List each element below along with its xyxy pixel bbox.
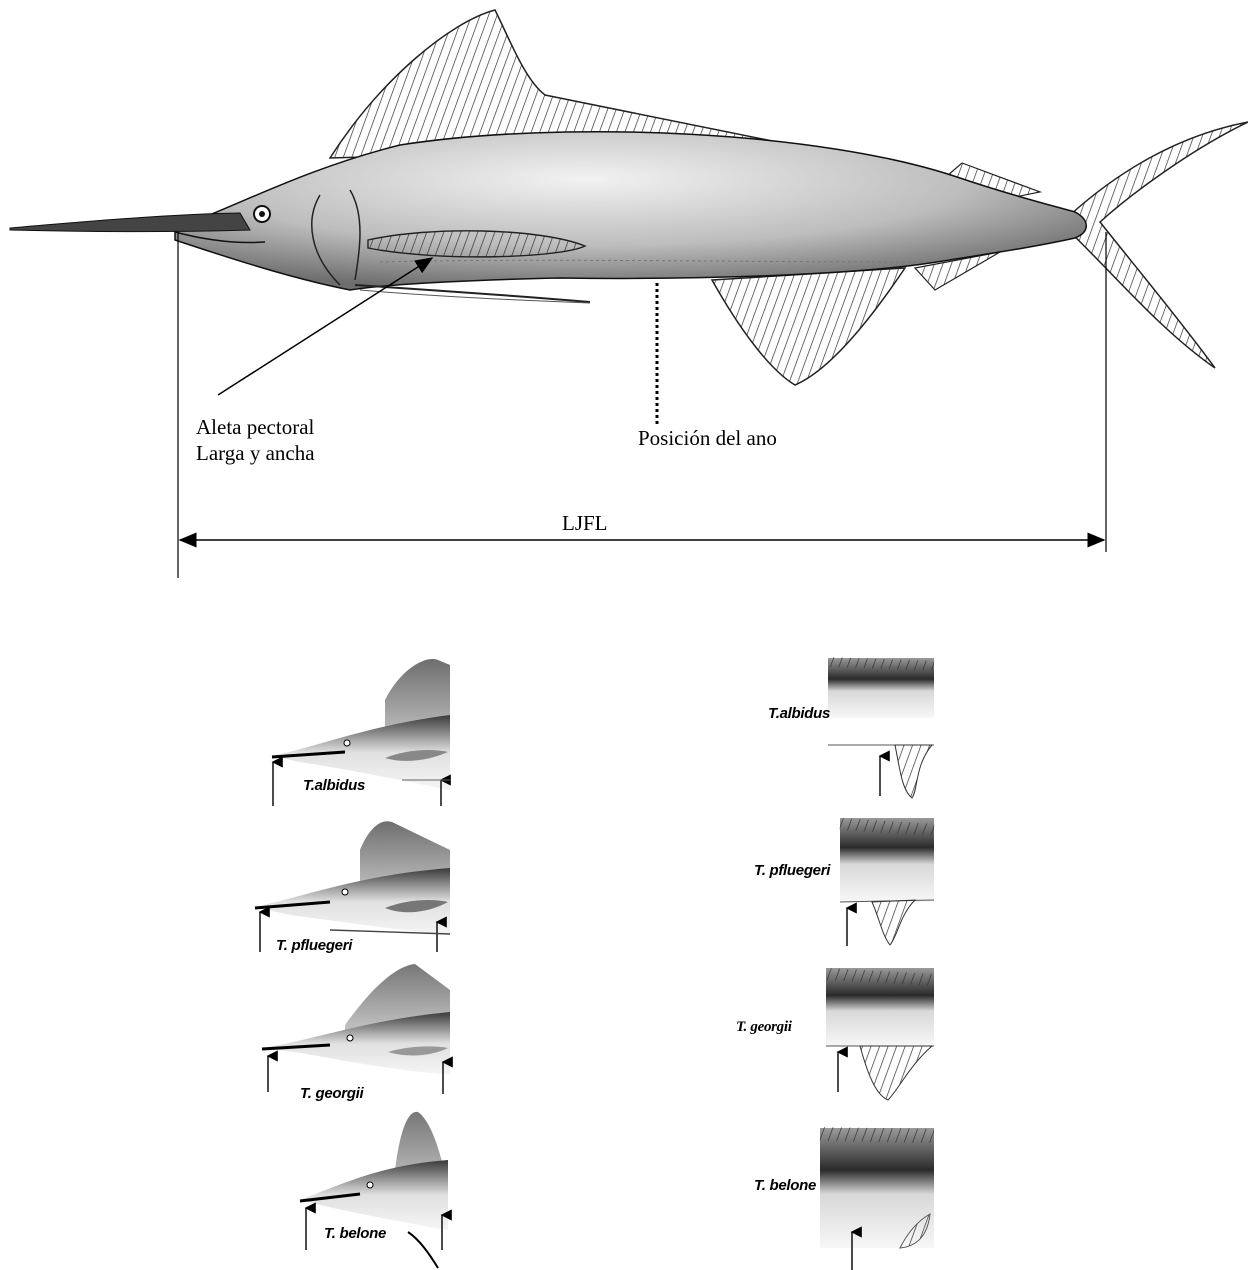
bill [10, 213, 250, 232]
anal-fin [712, 268, 905, 385]
species-label-right-2: T. pfluegeri [754, 862, 830, 879]
marlin-illustration [10, 10, 1248, 385]
pectoral-label-line2: Larga y ancha [196, 440, 315, 466]
anus-panel-4 [820, 1128, 934, 1270]
species-label-left-2: T. pfluegeri [276, 937, 352, 954]
head-panel-2 [255, 821, 450, 952]
species-label-left-1: T.albidus [303, 777, 365, 794]
head-panel-3 [262, 964, 450, 1094]
head-panel-4 [300, 1112, 448, 1268]
species-label-right-4: T. belone [754, 1177, 816, 1194]
right-anus-panels [820, 658, 934, 1270]
anus-panel-2 [840, 818, 934, 946]
pectoral-label-line1: Aleta pectoral [196, 414, 314, 440]
left-head-panels [255, 659, 450, 1268]
anus-panel-3 [826, 968, 934, 1100]
ljfl-label: LJFL [562, 510, 608, 536]
pelvic-fin [355, 285, 590, 302]
species-label-right-1: T.albidus [768, 705, 830, 722]
anus-panel-1 [828, 658, 934, 798]
anus-label: Posición del ano [638, 425, 777, 451]
species-label-right-3: T. georgii [736, 1019, 792, 1036]
species-label-left-3: T. georgii [300, 1085, 363, 1102]
species-label-left-4: T. belone [324, 1225, 386, 1242]
caudal-fin [1070, 122, 1248, 368]
